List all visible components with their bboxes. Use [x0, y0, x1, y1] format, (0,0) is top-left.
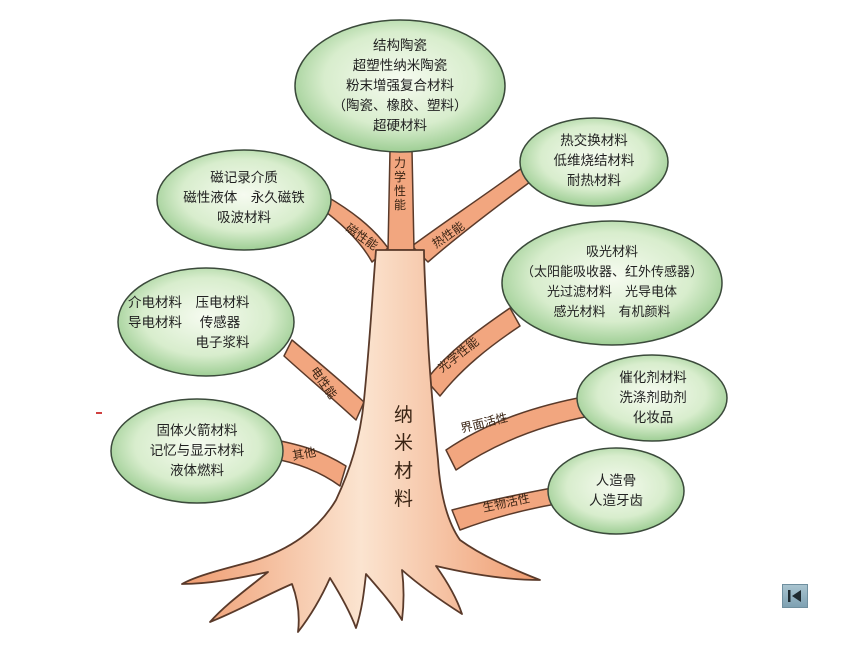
electrical-line: 导电材料 传感器	[128, 315, 241, 331]
structural-line: 超硬材料	[373, 118, 427, 134]
interface-line: 洗涤剂助剂	[619, 390, 687, 406]
first-page-button[interactable]	[782, 584, 808, 608]
leaf-structural-text: 结构陶瓷 超塑性纳米陶瓷 粉末增强复合材料 （陶瓷、橡胶、塑料） 超硬材料	[310, 36, 490, 136]
trunk-char: 材	[394, 460, 414, 482]
leaf-magnetic-text: 磁记录介质 磁性液体 永久磁铁 吸波材料	[164, 168, 324, 228]
leaf-thermal-text: 热交换材料 低维烧结材料 耐热材料	[534, 131, 654, 191]
leaf-interface-text: 催化剂材料 洗涤剂助剂 化妆品	[598, 368, 708, 428]
optical-line: （太阳能吸收器、红外传感器）	[520, 265, 703, 280]
structural-line: 结构陶瓷	[373, 38, 427, 54]
magnetic-line: 磁性液体 永久磁铁	[183, 190, 305, 206]
trunk-char: 纳	[394, 404, 414, 426]
structural-line: 超塑性纳米陶瓷	[352, 58, 448, 74]
leaf-structural	[294, 19, 506, 153]
branch-label-mechanical: 力学性能	[394, 156, 407, 212]
magnetic-line: 吸波材料	[217, 210, 271, 226]
biological-line: 人造牙齿	[589, 493, 643, 509]
interface-line: 化妆品	[632, 410, 674, 426]
leaf-optical-text: 吸光材料 （太阳能吸收器、红外传感器） 光过滤材料 光导电体 感光材料 有机颜料	[508, 243, 716, 323]
leaf-other-text: 固体火箭材料 记忆与显示材料 液体燃料	[127, 421, 267, 481]
thermal-line: 低维烧结材料	[553, 153, 635, 169]
electrical-line: 电子浆料	[128, 335, 250, 351]
biological-line: 人造骨	[595, 473, 637, 489]
leaf-biological-text: 人造骨 人造牙齿	[566, 471, 666, 511]
leaf-thermal	[519, 117, 669, 207]
electrical-line: 介电材料 压电材料	[128, 295, 250, 311]
thermal-line: 热交换材料	[560, 133, 628, 149]
optical-line: 感光材料 有机颜料	[553, 305, 671, 320]
other-line: 记忆与显示材料	[149, 443, 245, 459]
leaf-interface	[576, 354, 728, 442]
leaf-optical	[501, 220, 723, 346]
trunk-char: 料	[394, 488, 414, 510]
branches	[269, 149, 591, 531]
red-mark	[96, 412, 102, 414]
structural-line: （陶瓷、橡胶、塑料）	[332, 98, 468, 114]
optical-line: 光过滤材料 光导电体	[546, 285, 677, 300]
magnetic-line: 磁记录介质	[210, 170, 278, 186]
leaf-biological	[547, 447, 685, 535]
other-line: 固体火箭材料	[156, 423, 238, 439]
interface-line: 催化剂材料	[619, 370, 687, 386]
trunk-char: 米	[394, 432, 414, 454]
leaf-magnetic	[156, 149, 332, 251]
structural-line: 粉末增强复合材料	[346, 78, 454, 94]
leaf-electrical	[117, 267, 295, 377]
leaves	[110, 19, 728, 535]
branch-electrical	[283, 339, 365, 421]
branch-optical	[425, 307, 521, 397]
other-line: 液体燃料	[170, 463, 224, 479]
leaf-electrical-text: 介电材料 压电材料 导电材料 传感器 电子浆料	[128, 293, 284, 353]
trunk	[181, 249, 541, 633]
leaf-other	[110, 398, 284, 504]
first-page-icon	[788, 590, 801, 602]
thermal-line: 耐热材料	[567, 173, 621, 189]
optical-line: 吸光材料	[585, 245, 638, 260]
